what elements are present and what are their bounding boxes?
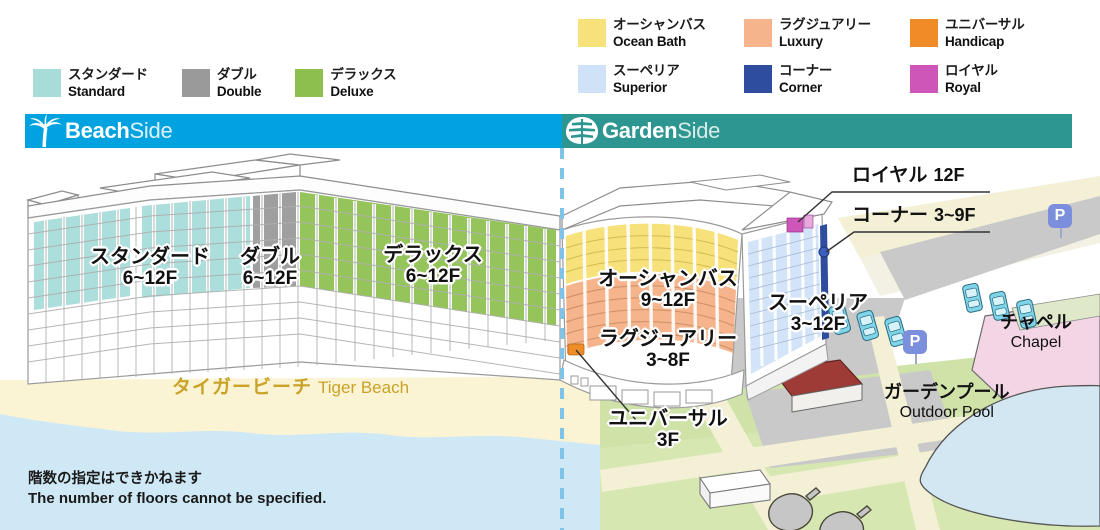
label-outdoor-pool: ガーデンプール Outdoor Pool: [884, 382, 1010, 421]
banner-beachside-text: BeachSide: [65, 118, 173, 143]
palm-tree-icon: [25, 114, 65, 148]
legend-item-deluxe: デラックス Deluxe: [295, 66, 397, 101]
legend-item-luxury: ラグジュアリー Luxury: [744, 16, 892, 51]
legend-swatch-luxury: [744, 19, 772, 48]
legend-label-handicap-jp: ユニバーサル: [945, 17, 1025, 32]
legend-swatch-superior: [578, 64, 606, 93]
legend-label-ocean-bath-en: Ocean Bath: [613, 34, 687, 50]
legend-swatch-standard: [33, 69, 61, 98]
legend-swatch-double: [181, 69, 210, 98]
footnote-jp: 階数の指定はできかねます: [28, 471, 202, 487]
legend-beachside: スタンダード Standard ダブル Double デラックス Deluxe: [33, 66, 397, 101]
banner-gardenside-text: GardenSide: [602, 118, 721, 143]
legend-row-2: スーペリア Superior コーナー Corner ロイヤル Royal: [578, 62, 1058, 97]
legend-item-royal: ロイヤル Royal: [910, 62, 1058, 97]
parking-marker-stem-2: [915, 354, 917, 364]
parking-icon-south: P: [903, 330, 927, 354]
legend-item-superior: スーペリア Superior: [578, 62, 726, 97]
legend-label-superior-jp: スーペリア: [613, 62, 680, 78]
label-chapel: チャペル Chapel: [1000, 312, 1072, 351]
legend-item-ocean-bath: オーシャンバス Ocean Bath: [578, 16, 726, 51]
legend-label-superior-en: Superior: [613, 79, 667, 95]
legend-swatch-ocean-bath: [578, 19, 606, 48]
legend-label-double-en: Double: [216, 84, 262, 100]
parking-marker-north[interactable]: P: [1048, 204, 1074, 238]
legend-label-deluxe-jp: デラックス: [330, 67, 397, 82]
monstera-leaf-icon: [562, 114, 602, 148]
legend-label-deluxe-en: Deluxe: [330, 84, 374, 100]
legend-item-standard: スタンダード Standard: [33, 66, 148, 101]
legend-label-luxury-jp: ラグジュアリー: [779, 17, 871, 32]
legend-item-handicap: ユニバーサル Handicap: [910, 16, 1058, 51]
legend-label-royal-en: Royal: [945, 79, 981, 95]
banner-gardenside: GardenSide: [562, 114, 1072, 148]
map-illustration: [0, 148, 1100, 530]
legend-label-standard-jp: スタンダード: [68, 67, 148, 82]
legend-swatch-corner: [744, 64, 772, 93]
parking-icon-north: P: [1048, 204, 1072, 228]
legend-label-handicap-en: Handicap: [945, 34, 1005, 50]
legend-row-1: オーシャンバス Ocean Bath ラグジュアリー Luxury ユニバーサル…: [578, 16, 1058, 51]
legend-label-ocean-bath-jp: オーシャンバス: [613, 17, 706, 32]
parking-marker-south[interactable]: P: [903, 330, 929, 364]
legend-item-double: ダブル Double: [181, 66, 262, 101]
legend-label-corner-en: Corner: [779, 79, 823, 95]
legend-label-royal-jp: ロイヤル: [945, 62, 998, 78]
legend-swatch-deluxe: [295, 69, 324, 98]
legend-label-double-jp: ダブル: [216, 67, 257, 82]
footnote: 階数の指定はできかねます The number of floors cannot…: [28, 470, 326, 510]
legend-swatch-handicap: [910, 19, 938, 48]
banner-beachside: BeachSide: [25, 114, 562, 148]
parking-marker-stem: [1060, 228, 1062, 238]
footnote-en: The number of floors cannot be specified…: [28, 490, 327, 508]
legend-gardenside: オーシャンバス Ocean Bath ラグジュアリー Luxury ユニバーサル…: [578, 16, 1058, 96]
legend-swatch-royal: [910, 64, 938, 93]
legend-label-standard-en: Standard: [68, 84, 125, 100]
legend-item-corner: コーナー Corner: [744, 62, 892, 97]
legend-label-luxury-en: Luxury: [779, 34, 823, 50]
legend-label-corner-jp: コーナー: [779, 62, 833, 78]
